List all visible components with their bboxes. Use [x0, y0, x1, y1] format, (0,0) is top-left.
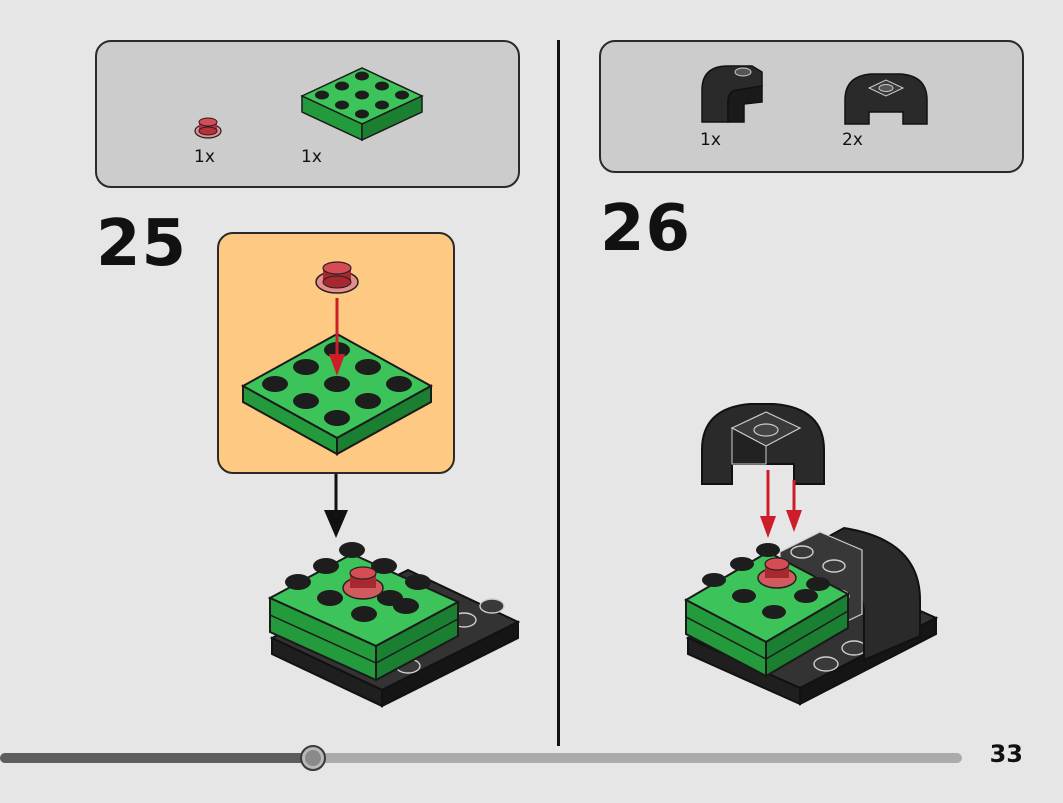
plate-3x3-green-icon [300, 67, 424, 142]
step-26-model-illustration [683, 403, 939, 706]
parts-list-step-26: 1x 2x [599, 40, 1024, 173]
step-number: 26 [600, 192, 692, 266]
part-qty: 1x [700, 130, 721, 150]
progress-track [0, 753, 962, 763]
curved-brick-black-wide-icon [844, 73, 928, 125]
part-qty: 1x [301, 147, 322, 167]
parts-list-step-25: 1x 1x [95, 40, 520, 188]
progress-knob [300, 745, 326, 771]
down-arrow-icon [324, 474, 348, 538]
progress-fill [0, 753, 313, 763]
step-divider [557, 40, 560, 746]
sub-assembly-callout [217, 232, 455, 474]
step-25-model-illustration [267, 542, 521, 708]
part-qty: 2x [842, 130, 863, 150]
round-plate-trans-red-icon [194, 117, 222, 139]
step-number: 25 [96, 207, 188, 281]
curved-slope-brick-black-icon [701, 65, 763, 123]
part-qty: 1x [194, 147, 215, 167]
callout-assembly-illustration [240, 261, 434, 456]
page-number: 33 [989, 740, 1023, 768]
